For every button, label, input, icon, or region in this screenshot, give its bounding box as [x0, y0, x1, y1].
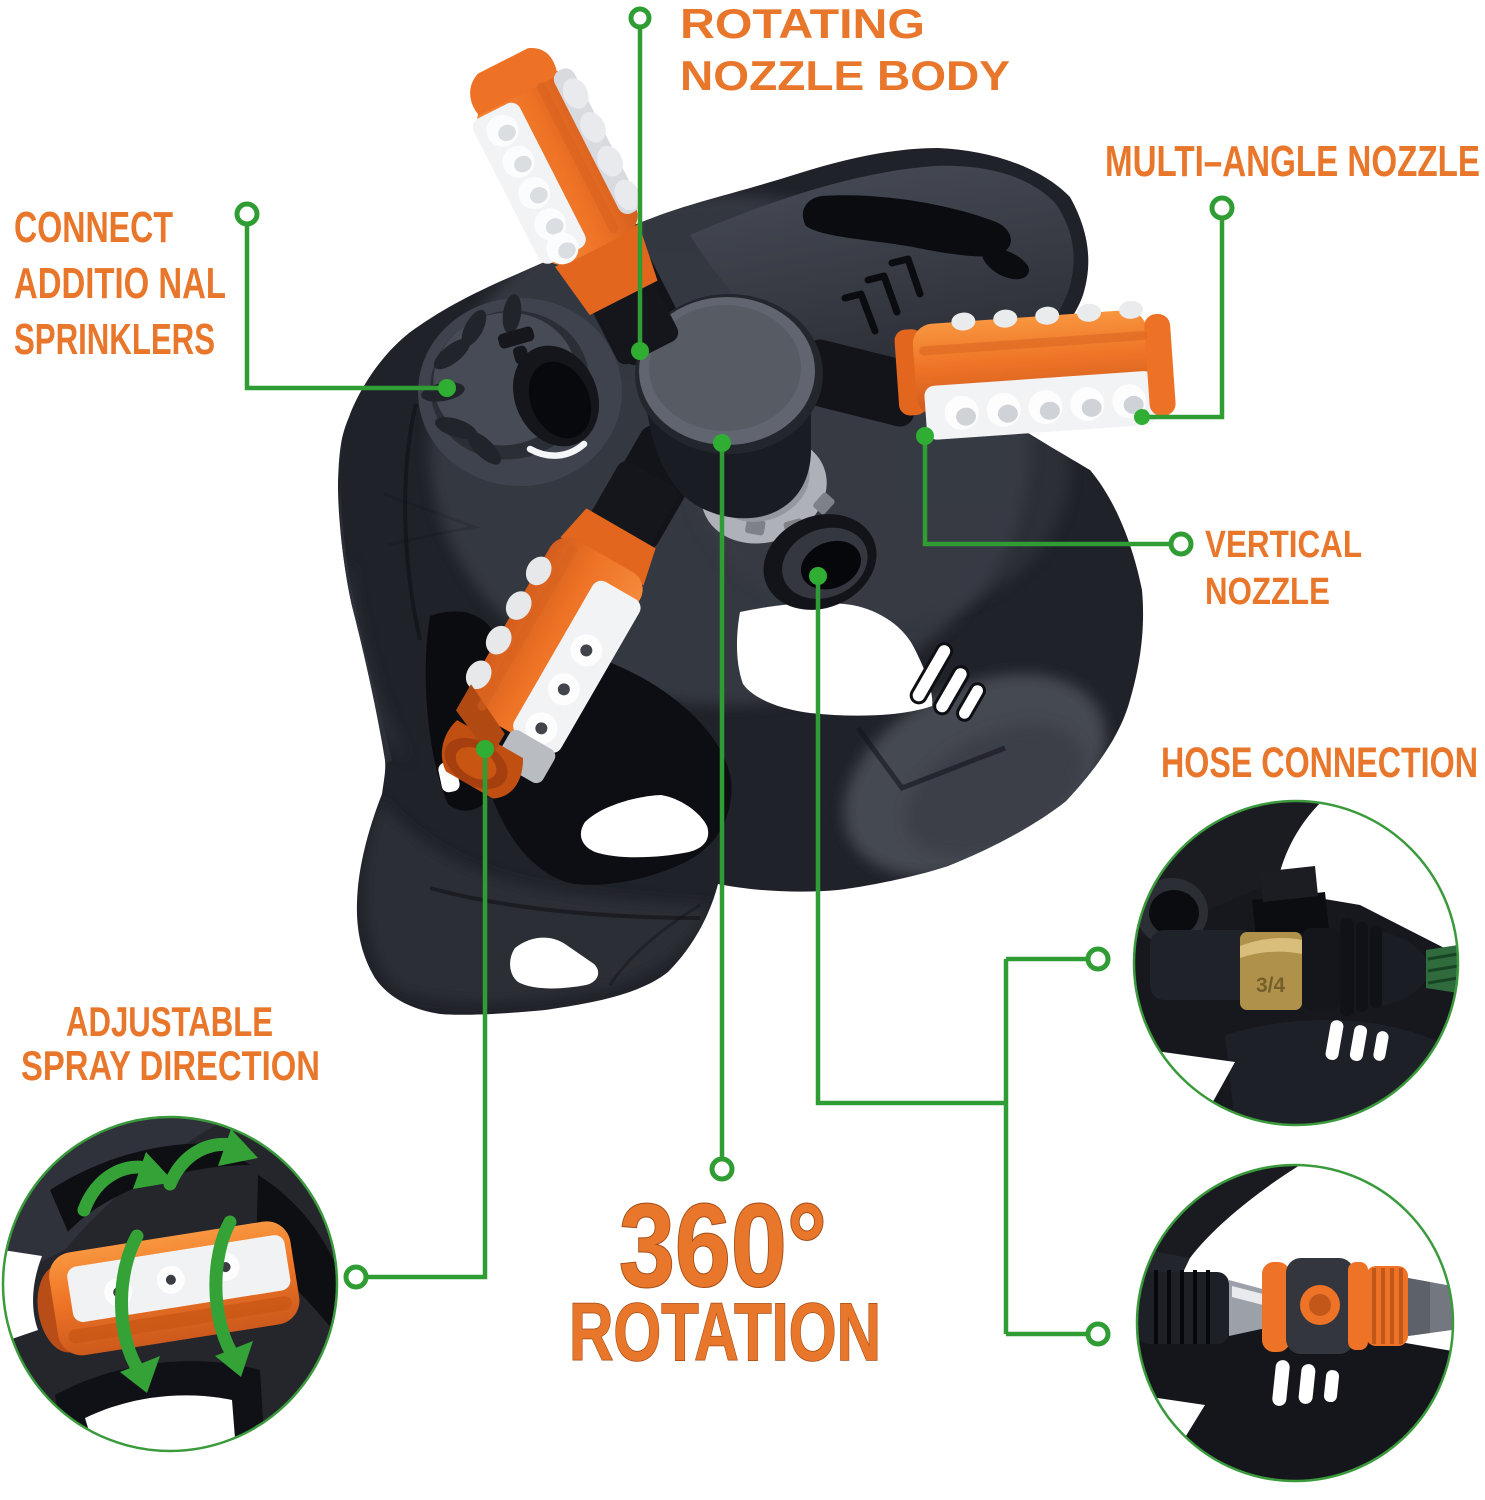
svg-text:3/4: 3/4 — [1256, 974, 1286, 997]
svg-text:NOZZLE BODY: NOZZLE BODY — [680, 52, 1010, 99]
svg-text:ROTATION: ROTATION — [569, 1287, 881, 1378]
svg-text:SPRAY DIRECTION: SPRAY DIRECTION — [21, 1042, 320, 1089]
svg-text:NOZZLE: NOZZLE — [1205, 571, 1330, 613]
svg-text:VERTICAL: VERTICAL — [1205, 524, 1362, 566]
svg-text:HOSE CONNECTION: HOSE CONNECTION — [1161, 739, 1478, 787]
svg-text:ADJUSTABLE: ADJUSTABLE — [66, 998, 273, 1045]
svg-text:CONNECT: CONNECT — [14, 203, 173, 252]
svg-text:MULTI–ANGLE NOZZLE: MULTI–ANGLE NOZZLE — [1105, 137, 1480, 186]
svg-text:ADDITIO NAL: ADDITIO NAL — [14, 259, 226, 308]
svg-text:SPRINKLERS: SPRINKLERS — [14, 315, 215, 364]
svg-text:ROTATING: ROTATING — [680, 0, 925, 47]
svg-text:360°: 360° — [619, 1180, 827, 1312]
